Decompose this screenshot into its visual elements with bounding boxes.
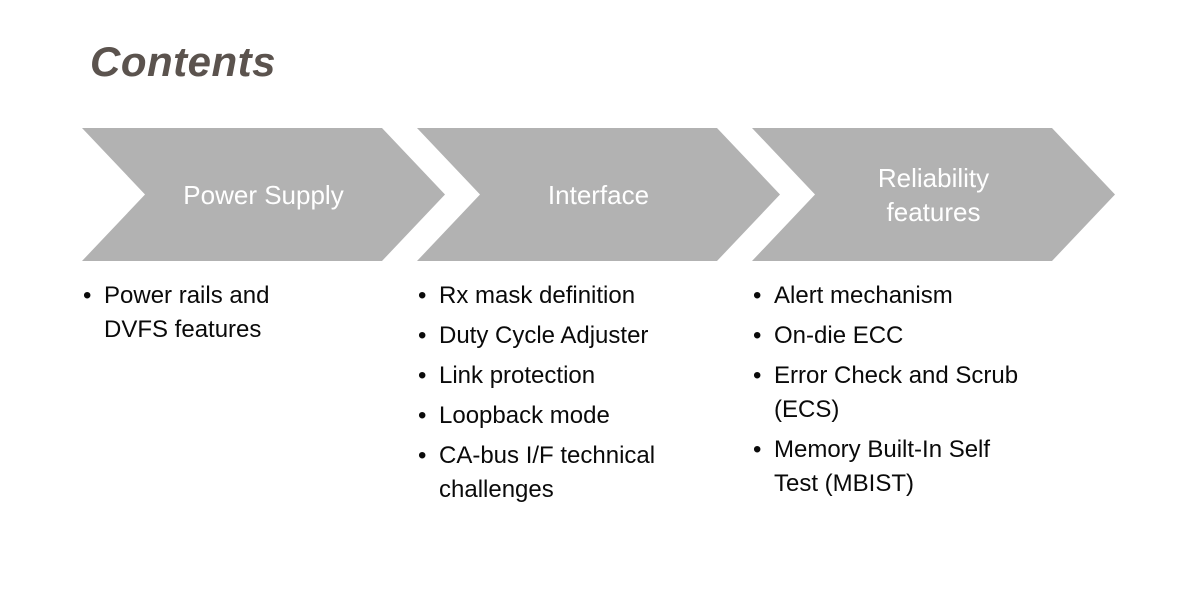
bullet-item: Alert mechanism xyxy=(752,279,1024,313)
bullet-item: On-die ECC xyxy=(752,319,1024,353)
bullet-item: Loopback mode xyxy=(417,399,724,433)
bullet-item: Error Check and Scrub (ECS) xyxy=(752,359,1024,427)
bullet-item: CA-bus I/F technical challenges xyxy=(417,439,724,507)
chevron-interface: Interface xyxy=(417,128,780,261)
bullet-column-power-supply: Power rails and DVFS features xyxy=(82,279,309,353)
bullet-list-interface: Rx mask definitionDuty Cycle AdjusterLin… xyxy=(417,279,724,507)
chevron-interface-label: Interface xyxy=(547,179,650,210)
bullet-item: Memory Built-In Self Test (MBIST) xyxy=(752,433,1024,501)
bullet-list-power-supply: Power rails and DVFS features xyxy=(82,279,309,347)
chevron-power-supply-label: Power Supply xyxy=(183,179,344,210)
bullet-item: Power rails and DVFS features xyxy=(82,279,309,347)
chevron-reliability-features: Reliability features xyxy=(752,128,1115,261)
bullet-column-interface: Rx mask definitionDuty Cycle AdjusterLin… xyxy=(417,279,724,513)
chevron-power-supply: Power Supply xyxy=(82,128,445,261)
bullet-list-reliability-features: Alert mechanismOn-die ECC Error Check and… xyxy=(752,279,1024,501)
bullet-column-reliability-features: Alert mechanismOn-die ECC Error Check and… xyxy=(752,279,1024,507)
bullet-item: Rx mask definition xyxy=(417,279,724,313)
bullet-item: Duty Cycle Adjuster xyxy=(417,319,724,353)
slide-title: Contents xyxy=(90,38,276,85)
chevron-reliability-features-label: Reliability features xyxy=(877,162,990,227)
bullet-item: Link protection xyxy=(417,359,724,393)
